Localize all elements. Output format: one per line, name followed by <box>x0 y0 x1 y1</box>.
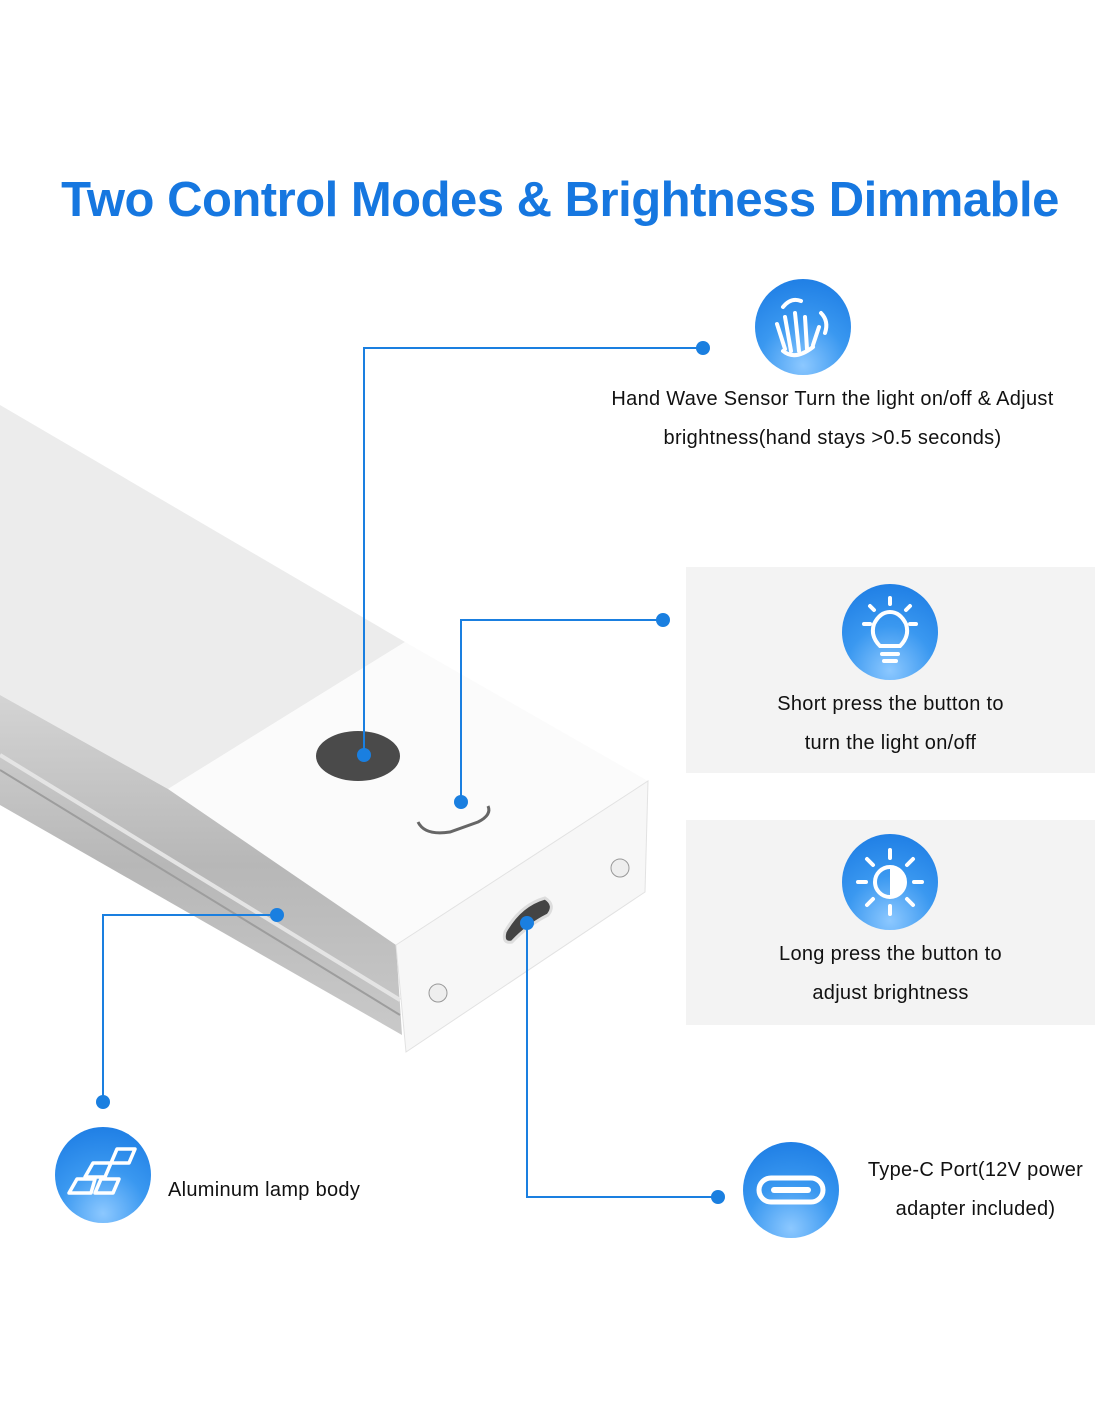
hand-wave-icon <box>755 279 851 375</box>
hand-wave-line2: brightness(hand stays >0.5 seconds) <box>663 427 1002 449</box>
lightbulb-icon <box>842 584 938 680</box>
callout-dot <box>656 613 670 627</box>
short-press-description: Short press the button to turn the light… <box>686 685 1095 763</box>
long-press-description: Long press the button to adjust brightne… <box>686 935 1095 1013</box>
type-c-line2: adapter included) <box>895 1198 1056 1220</box>
type-c-line1: Type-C Port(12V power <box>867 1159 1084 1181</box>
callout-line-button <box>460 619 663 802</box>
long-press-line1: Long press the button to <box>779 943 1002 965</box>
usb-c-icon <box>743 1142 839 1238</box>
screw <box>428 983 448 1003</box>
hand-wave-line1: Hand Wave Sensor Turn the light on/off &… <box>611 388 1054 410</box>
lamp-end-cap-top <box>168 642 648 945</box>
brightness-icon <box>842 834 938 930</box>
callout-dot <box>520 916 534 930</box>
screw <box>610 858 630 878</box>
callout-line-sensor <box>363 347 703 755</box>
callout-dot <box>270 908 284 922</box>
power-button <box>416 805 491 835</box>
callout-line-body <box>102 914 277 1102</box>
callout-dot <box>711 1190 725 1204</box>
callout-dot <box>357 748 371 762</box>
callout-dot <box>696 341 710 355</box>
long-press-line2: adjust brightness <box>812 982 969 1004</box>
short-press-line2: turn the light on/off <box>804 732 977 754</box>
callout-line-port <box>526 923 718 1198</box>
short-press-line1: Short press the button to <box>777 693 1004 715</box>
aluminum-bars-icon <box>55 1127 151 1223</box>
callout-dot <box>454 795 468 809</box>
lamp-aluminum-side <box>0 695 402 1035</box>
type-c-description: Type-C Port(12V power adapter included) <box>848 1151 1100 1229</box>
page-title: Two Control Modes & Brightness Dimmable <box>61 173 1059 227</box>
aluminum-label: Aluminum lamp body <box>168 1179 361 1201</box>
callout-dot <box>96 1095 110 1109</box>
lamp-diffuser <box>0 405 405 789</box>
hand-wave-description: Hand Wave Sensor Turn the light on/off &… <box>560 380 1100 458</box>
